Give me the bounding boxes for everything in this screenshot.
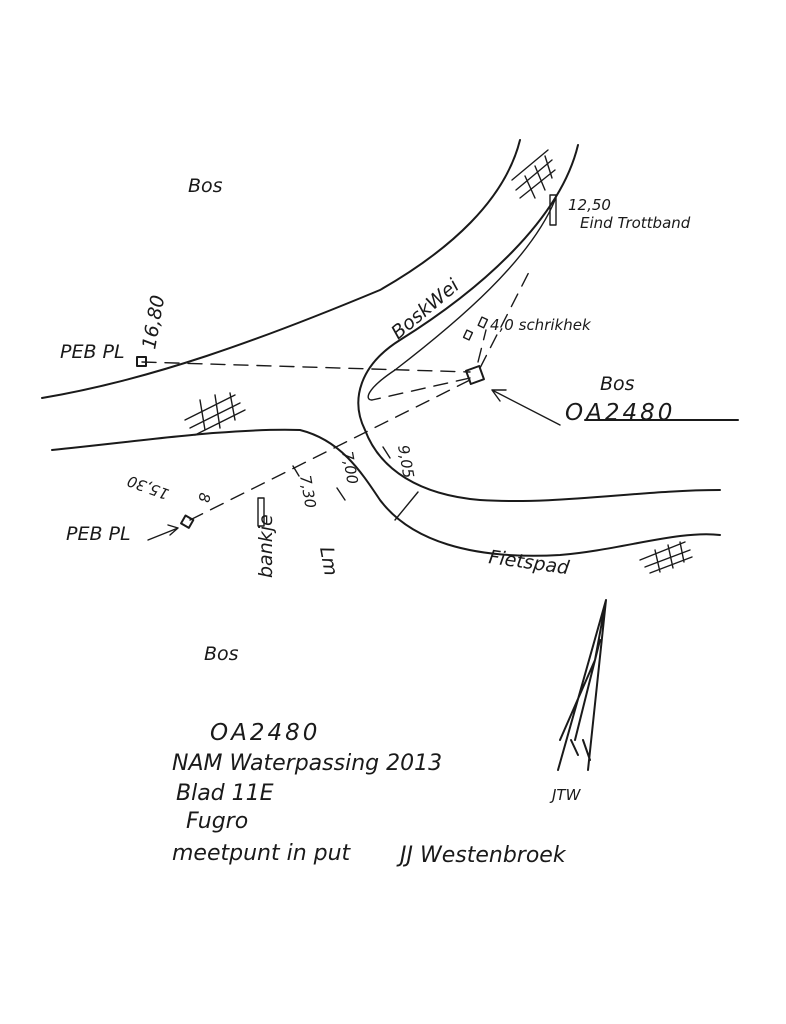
- north-arrow: [557, 599, 607, 771]
- tree-hatch-top: [511, 149, 556, 199]
- road-edge-inner: [51, 428, 721, 557]
- label-bos-bottom: Bos: [204, 643, 239, 665]
- label-end-measure: 12,50: [568, 196, 611, 214]
- tree-hatch-left: [184, 392, 246, 436]
- dashed-line-to-ref-top: [141, 361, 471, 373]
- pointer-arrow-right: [491, 389, 561, 426]
- road-edge-outer: [41, 139, 521, 399]
- dashed-line-to-ref-bottom: [189, 379, 471, 521]
- note-line-5: meetpunt in put: [172, 841, 352, 866]
- label-end-curb: Eind Trottband: [580, 214, 691, 232]
- note-line-4: Fugro: [186, 809, 248, 834]
- label-marker-right: OA2480: [565, 400, 675, 426]
- label-bos-right: Bos: [600, 373, 635, 395]
- dashed-line-to-gate: [477, 329, 487, 363]
- gate-post-1: [462, 329, 474, 341]
- gate-post-2: [477, 316, 489, 329]
- label-road-name: BoskWei: [387, 274, 464, 344]
- bike-path-crossline: [394, 491, 419, 521]
- label-ref-bottom-mark: 8: [194, 491, 213, 504]
- label-ref-bottom-measure: 15,30: [125, 472, 172, 504]
- bench-symbol: [257, 497, 265, 527]
- label-distance-1: 7,30: [296, 474, 320, 510]
- label-ref-top-measure: 16,80: [138, 293, 169, 350]
- label-gate-measure: 4,0 schrikhek: [490, 316, 592, 334]
- ref-point-bottom: [180, 514, 195, 529]
- label-bench: bankje: [255, 514, 277, 578]
- note-line-3: Blad 11E: [176, 781, 274, 806]
- tree-hatch-right: [639, 541, 693, 574]
- label-bike-path: Fietspad: [487, 546, 571, 579]
- ref-point-top: [136, 356, 147, 367]
- label-distance-2: 7,00: [338, 450, 362, 486]
- label-ref-top-name: PEB PL: [60, 341, 125, 363]
- note-line-1: OA2480: [210, 720, 320, 746]
- road-edge-right: [357, 144, 721, 503]
- tick-marks: [292, 446, 391, 501]
- note-line-6: JJ Westenbroek: [396, 843, 567, 868]
- dashed-line-to-curb: [479, 269, 531, 369]
- curb-end-marker: [549, 194, 557, 226]
- dashed-line-to-road: [371, 377, 471, 401]
- label-bos-top: Bos: [188, 175, 223, 197]
- label-lm: Lm: [315, 545, 342, 577]
- label-distance-3: 9,05: [394, 444, 418, 480]
- label-initials: JTW: [549, 786, 582, 804]
- sidewalk-edge: [367, 199, 556, 401]
- pointer-arrow-left: [147, 524, 179, 541]
- label-ref-bottom-name: PEB PL: [66, 523, 131, 545]
- measure-point-square: [465, 365, 485, 385]
- note-line-2: NAM Waterpassing 2013: [172, 751, 442, 776]
